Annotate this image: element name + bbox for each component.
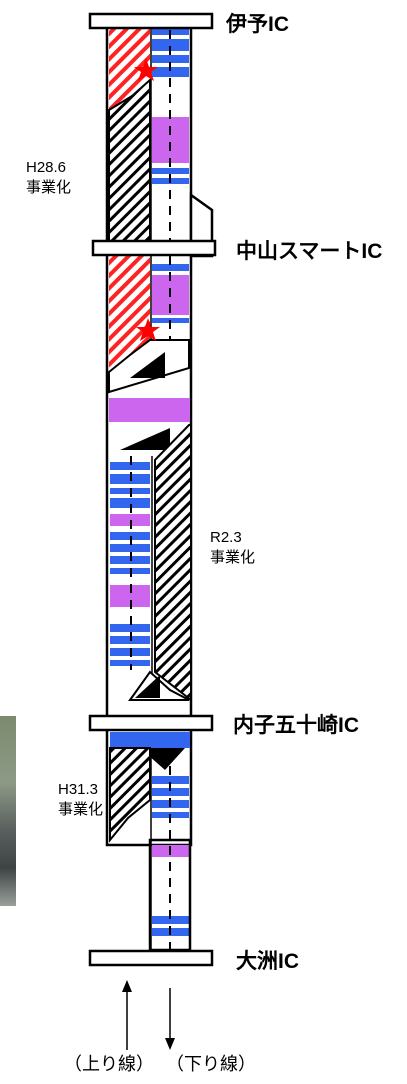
ic-label-uchiko: 内子五十崎IC [233,714,359,737]
black-wedge-3 [135,675,160,698]
project-date: H31.3 [58,781,99,798]
black-hatch-segment [108,77,151,243]
section-nakayama-uchiko [108,256,192,703]
black-hatch-segment-3 [109,747,151,843]
black-wedge-2 [120,428,170,450]
red-hatch-segment [109,29,150,110]
project-label-h31: H31.3 事業化 [58,780,103,820]
down-line-caption: （下り線） [166,1054,256,1074]
direction-arrows [122,980,175,1050]
purple-segment [152,117,189,163]
star-icons [134,58,160,341]
ic-bar-iyo [88,12,214,30]
section-iyo-nakayama [108,29,189,243]
project-status: 事業化 [26,179,72,196]
star-icon [136,318,160,341]
ic-bar-ozu [88,949,214,967]
up-line-caption: （上り線） [64,1054,154,1074]
project-label-r2: R2.3 事業化 [210,528,255,568]
red-hatch-segment-2 [109,256,150,372]
project-label-h28: H28.6 事業化 [26,158,71,198]
ic-label-ozu: 大洲IC [236,950,299,973]
project-date: H28.6 [26,159,67,176]
section-uchiko-ozu [109,732,192,952]
up-arrow-icon [122,980,132,992]
project-date: R2.3 [210,529,242,546]
ic-label-iyo: 伊予IC [226,13,289,36]
ic-bar-uchiko [88,714,214,732]
black-wedge [130,352,165,378]
project-status: 事業化 [210,549,256,566]
ic-bars [88,12,217,967]
star-icon [134,58,158,81]
ic-label-nakayama: 中山スマートIC [236,240,383,263]
project-status: 事業化 [58,801,104,818]
photo-fragment [0,716,16,906]
purple-band [109,398,190,422]
ic-bar-nakayama [91,239,217,257]
down-arrow-icon [165,1038,175,1050]
blue-band [110,732,190,748]
black-hatch-segment-2 [154,424,192,703]
